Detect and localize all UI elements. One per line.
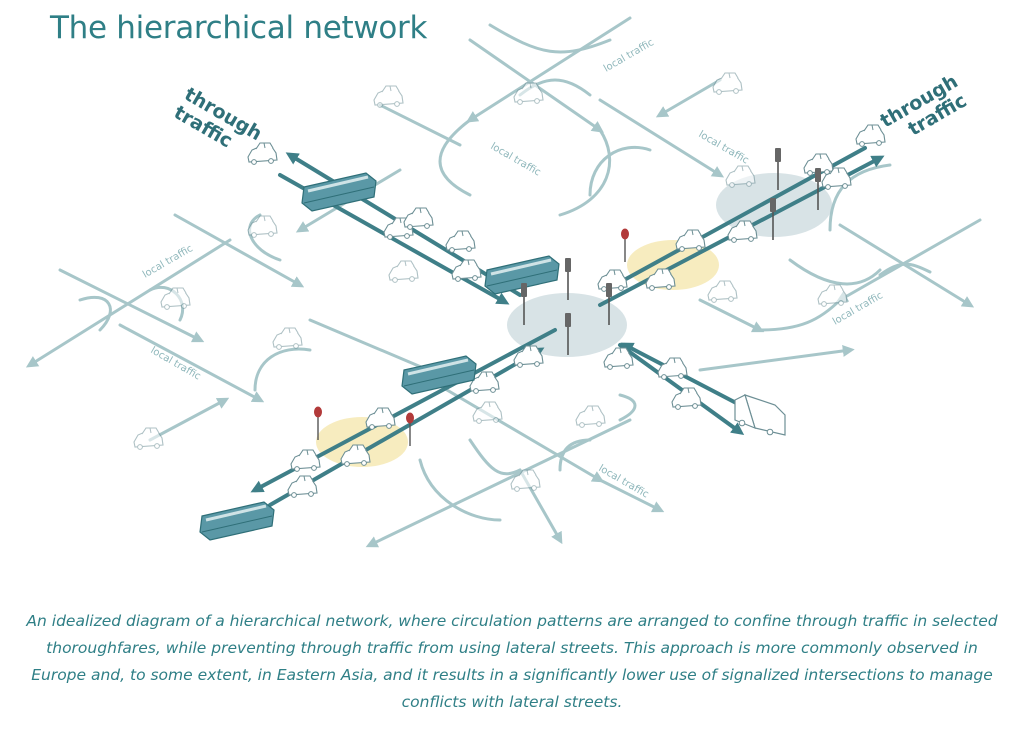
car-icon [707,280,738,303]
car-icon [671,387,702,410]
car-icon [160,287,191,310]
car-icon [725,165,756,188]
car-icon [675,229,706,252]
figure-caption: An idealized diagram of a hierarchical n… [26,612,998,711]
car-icon [445,230,476,253]
stop-sign-icon [620,227,630,263]
bus-icon [400,354,478,396]
page-title: The hierarchical network [50,10,428,46]
car-icon [133,427,164,450]
car-icon [712,72,743,95]
svg-text:local traffic: local traffic [602,37,656,74]
car-icon [403,207,434,230]
car-icon [365,407,396,430]
bus-icon [198,500,276,542]
truck-icon [734,394,786,436]
car-icon [472,401,503,424]
svg-text:local traffic: local traffic [141,243,195,280]
through-traffic-label-right: through traffic [877,70,971,140]
hierarchical-network-diagram: through traffic through traffic local tr… [25,16,982,548]
car-icon [247,142,278,165]
bus-icon [300,171,378,213]
car-icon [451,259,482,282]
car-icon [575,405,606,428]
car-icon [373,85,404,108]
car-icon [290,449,321,472]
car-icon [657,357,688,380]
svg-text:local traffic: local traffic [697,129,751,166]
svg-text:local traffic: local traffic [489,141,543,178]
car-icon [855,124,886,147]
car-icon [388,260,419,283]
car-icon [817,284,848,307]
car-icon [597,269,628,292]
car-icon [272,327,303,350]
